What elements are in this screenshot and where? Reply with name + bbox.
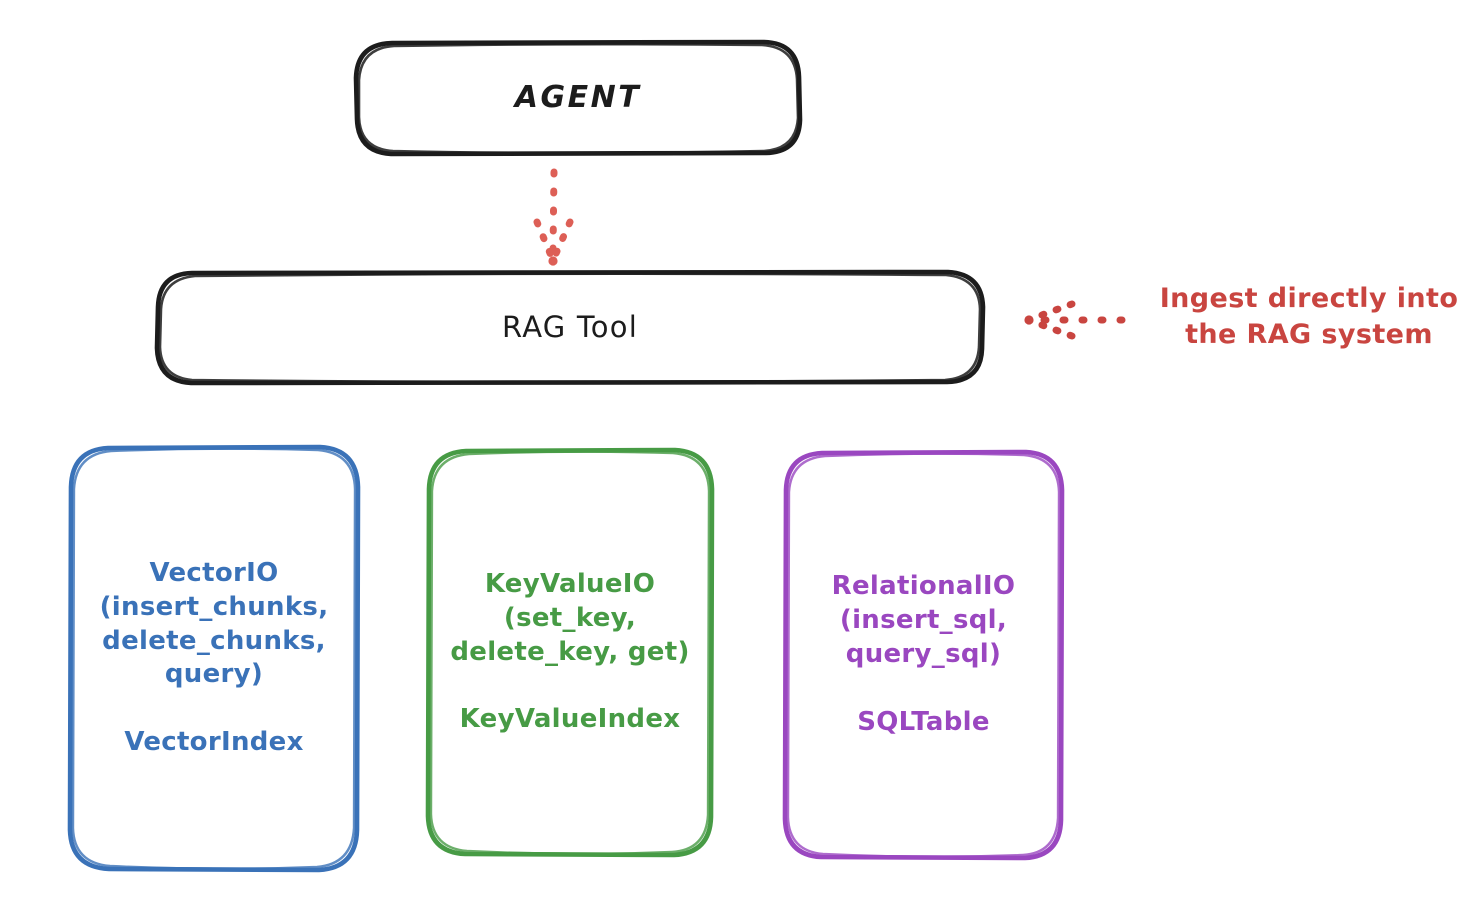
agent-node-label: AGENT	[514, 80, 642, 116]
vector-store-node: VectorIO (insert_chunks, delete_chunks, …	[70, 447, 358, 870]
relational-store-node: RelationalIO (insert_sql, query_sql) SQL…	[785, 452, 1062, 858]
vector-store-index-label: VectorIndex	[124, 727, 304, 758]
relational-store-api-label: RelationalIO (insert_sql, query_sql)	[831, 571, 1016, 669]
ingest-annotation-arrow	[1024, 300, 1126, 340]
rag-tool-node-label: RAG Tool	[502, 309, 638, 344]
keyvalue-store-node: KeyValueIO (set_key, delete_key, get) Ke…	[428, 450, 712, 855]
ingest-annotation-label: Ingest directly into the RAG system	[1159, 283, 1459, 350]
keyvalue-store-index-label: KeyValueIndex	[459, 704, 681, 735]
agent-to-rag-tool-arrow	[533, 168, 574, 266]
vector-store-api-label: VectorIO (insert_chunks, delete_chunks, …	[99, 558, 329, 690]
relational-store-index-label: SQLTable	[857, 706, 990, 737]
keyvalue-store-api-label: KeyValueIO (set_key, delete_key, get)	[450, 568, 690, 667]
